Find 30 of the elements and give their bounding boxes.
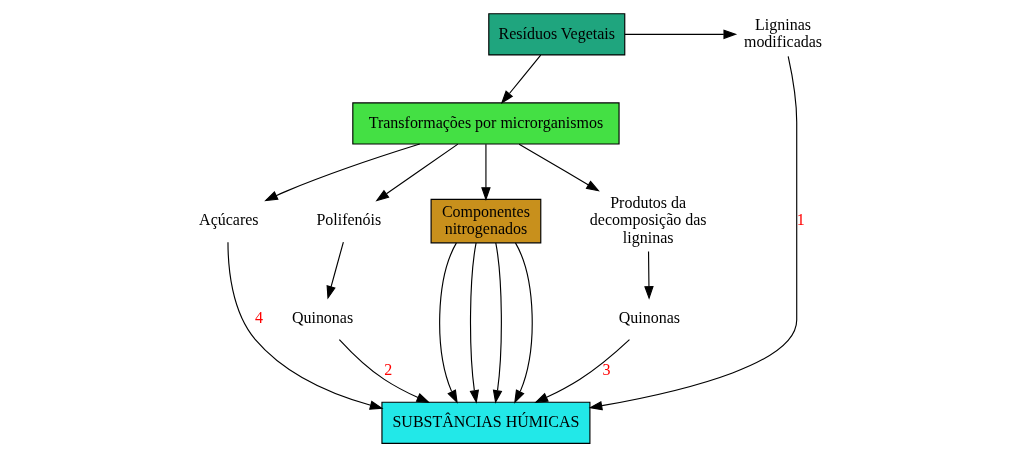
edge-label: 2	[383, 361, 392, 379]
node-text: Ligninas modificadas	[743, 15, 822, 51]
node-text: Açúcares	[198, 211, 259, 229]
node-box: Componentes nitrogenados	[430, 198, 541, 244]
arrow	[513, 242, 533, 404]
node-text: Produtos da decomposição das ligninas	[589, 194, 707, 246]
arrow	[518, 143, 600, 192]
arrow	[623, 29, 737, 40]
node-text: Quinonas	[291, 309, 353, 327]
node-text: Polifenóis	[315, 211, 381, 229]
node-box: Transformações por microrganismos	[351, 102, 620, 145]
edge-label: 1	[796, 211, 805, 229]
arrow	[533, 339, 630, 403]
arrow	[588, 55, 797, 411]
edge-label: 4	[254, 309, 263, 327]
node-box: SUBSTÂNCIAS HÚMICAS	[380, 401, 590, 444]
arrow	[500, 54, 541, 104]
node-text: Quinonas	[618, 309, 680, 327]
arrow	[263, 143, 420, 202]
arrow	[492, 242, 502, 404]
arrow	[326, 241, 344, 300]
arrow	[226, 241, 383, 410]
arrow	[643, 250, 654, 300]
node-box: Resíduos Vegetais	[487, 13, 625, 56]
arrow	[338, 339, 430, 403]
edge-label: 3	[601, 361, 610, 379]
arrow	[469, 242, 479, 404]
arrow	[374, 143, 458, 202]
arrow	[480, 143, 491, 201]
arrow	[438, 242, 458, 404]
